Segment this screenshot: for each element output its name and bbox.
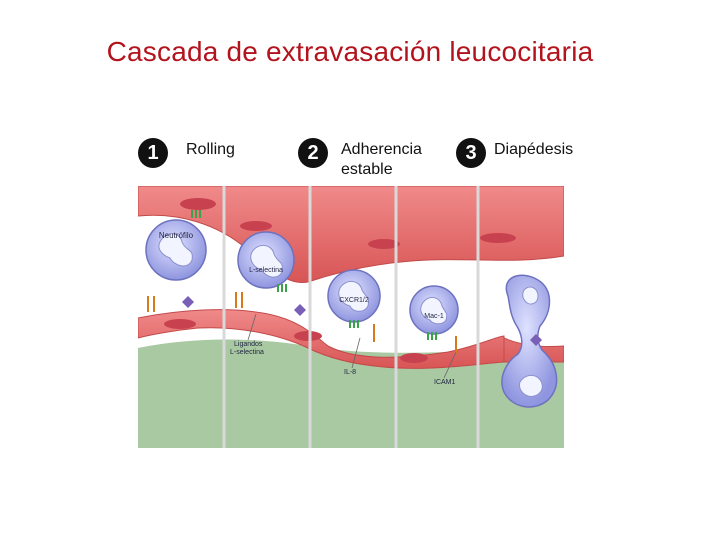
- step-2-badge: 2: [298, 138, 328, 168]
- neutrophil-label: Neutrófilo: [159, 231, 194, 240]
- endothelial-nucleus: [480, 233, 516, 243]
- endothelial-nucleus: [164, 319, 196, 329]
- step-1-badge: 1: [138, 138, 168, 168]
- endothelial-nucleus: [240, 221, 272, 231]
- step-3-badge: 3: [456, 138, 486, 168]
- ligandos-label-line2: L-selectina: [230, 349, 264, 356]
- endothelial-nucleus: [294, 331, 322, 341]
- l-selectina-label: L-selectina: [249, 267, 283, 274]
- cxcr-label: CXCR1/2: [339, 297, 369, 304]
- endothelial-nucleus: [180, 198, 216, 210]
- mac1-label: Mac-1: [424, 313, 444, 320]
- extravasation-illustration: Neutrófilo L-selectina CXCR1/2 Mac-1: [138, 186, 564, 448]
- adherent-leukocyte-cxcr: CXCR1/2: [328, 270, 380, 322]
- step-2-label: Adherencia estable: [341, 140, 422, 180]
- step-1-label: Rolling: [186, 140, 235, 160]
- il8-label: IL-8: [344, 369, 356, 376]
- adherent-leukocyte-mac1: Mac-1: [410, 286, 458, 334]
- rolling-leukocyte: L-selectina: [238, 232, 294, 288]
- step-3-label: Diapédesis: [494, 140, 573, 160]
- endothelial-nucleus: [400, 353, 428, 363]
- ligandos-label-line1: Ligandos: [234, 341, 263, 348]
- icam1-label: ICAM1: [434, 379, 456, 386]
- slide-title: Cascada de extravasación leucocitaria: [0, 36, 700, 68]
- neutrophil-cell: Neutrófilo: [146, 220, 206, 280]
